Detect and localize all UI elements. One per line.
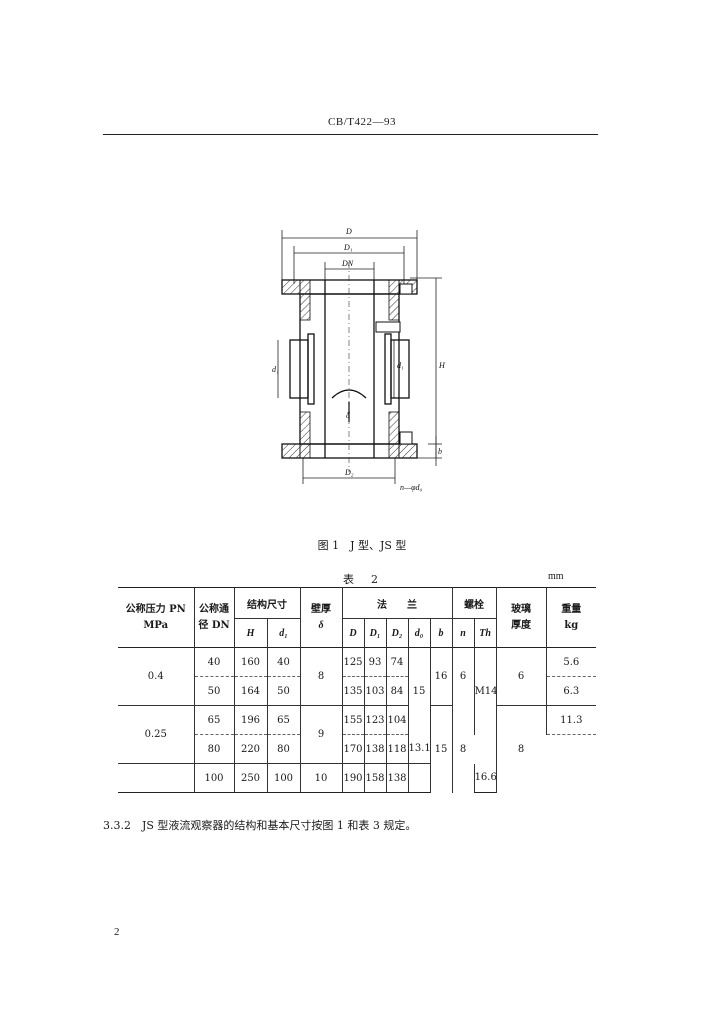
- cell-D1: 103: [363, 676, 386, 706]
- label-DN: DN: [341, 259, 354, 268]
- cell-H: 220: [233, 734, 267, 764]
- cell-d1: 80: [266, 734, 300, 764]
- cell-Th: M14: [473, 647, 498, 735]
- label-D1: D₁: [343, 243, 353, 252]
- header-Th: Th: [473, 618, 497, 648]
- cell-glass: 6: [495, 647, 547, 706]
- cell-n: 6: [451, 647, 475, 706]
- cell-dn: 80: [193, 734, 234, 764]
- standard-code: CB/T422—93: [328, 116, 396, 128]
- cell-D: 170: [341, 734, 364, 764]
- page-number: 2: [114, 926, 120, 938]
- header-d1: d₁: [266, 618, 300, 648]
- sight-glass-drawing: D D₁ DN d₁ d₁ H δ b D₂ n—φd₀: [272, 227, 446, 492]
- cell-dn: 65: [193, 705, 234, 735]
- cell-dn: 40: [193, 647, 234, 677]
- cell-D1: 123: [363, 705, 386, 735]
- cell-d0: 15: [407, 647, 430, 735]
- cell-D2: 74: [385, 647, 408, 677]
- header-n: n: [451, 618, 475, 648]
- cell-D1: 158: [363, 763, 386, 793]
- header-glass-thickness: 玻璃厚度: [495, 587, 547, 648]
- cell-pn: [118, 763, 194, 793]
- table-unit: mm: [548, 571, 564, 582]
- clause-text: 3.3.2 JS 型液流观察器的结构和基本尺寸按图 1 和表 3 规定。: [103, 819, 417, 832]
- cell-D2: 84: [385, 676, 408, 706]
- cell-wall: 10: [299, 763, 342, 793]
- cell-D: 125: [341, 647, 364, 677]
- label-d1-right: d₁: [397, 361, 404, 370]
- label-delta: δ: [346, 411, 350, 420]
- cell-H: 164: [233, 676, 267, 706]
- cell-wall: 8: [299, 647, 342, 706]
- cell-b: 16: [429, 647, 453, 706]
- cell-dn: 100: [193, 763, 234, 793]
- cell-D: 135: [341, 676, 364, 706]
- label-b: b: [438, 447, 442, 456]
- header-d0: d₀: [407, 618, 430, 648]
- cell-d1: 100: [266, 763, 300, 793]
- cell-weight: 11.3: [545, 705, 597, 735]
- header-structure: 结构尺寸: [233, 587, 300, 619]
- cell-D2: 138: [385, 763, 408, 793]
- cell-D2: 118: [385, 734, 408, 764]
- table-row: 50 164 50 135 103 84 6.3: [118, 676, 597, 706]
- label-D: D: [345, 227, 352, 236]
- cell-d1: 40: [266, 647, 300, 677]
- cell-D1: 93: [363, 647, 386, 677]
- cell-pn: 0.25: [118, 705, 194, 764]
- cell-b: 15: [429, 705, 453, 793]
- cell-D2: 104: [385, 705, 408, 735]
- table-row: 100 250 100 10 190 158 138 16.6: [118, 763, 596, 793]
- cell-weight: 6.3: [545, 676, 597, 706]
- cell-wall: 9: [299, 705, 342, 764]
- cell-weight: 16.6: [473, 763, 497, 793]
- cell-n: 8: [451, 705, 475, 793]
- cell-D: 155: [341, 705, 364, 735]
- label-d1-left: d₁: [272, 365, 279, 374]
- table-row: 80 220 80 170 138 118 13.1: [118, 734, 596, 764]
- header-H: H: [233, 618, 267, 648]
- cell-glass: 8: [495, 705, 547, 793]
- cell-pn: 0.4: [118, 647, 194, 706]
- cell-Th: [407, 763, 430, 793]
- figure-caption: 图 1 J 型、JS 型: [317, 539, 407, 552]
- table-row: 0.25 65 196 65 9 155 123 104 15 8 8 11.3: [118, 705, 597, 793]
- cell-weight: 13.1: [407, 734, 431, 764]
- cell-H: 250: [233, 763, 267, 793]
- table-title: 表 2: [343, 573, 381, 586]
- cell-H: 196: [233, 705, 267, 735]
- header-rule: [103, 134, 598, 135]
- table-row: 0.4 40 160 40 8 125 93 74 15 16 6 M14 6 …: [118, 647, 597, 735]
- cell-dn: 50: [193, 676, 234, 706]
- header-D: D: [341, 618, 364, 648]
- header-D1: D₁: [363, 618, 386, 648]
- label-D2: D₂: [344, 468, 354, 477]
- header-nominal-diameter: 公称通径 DN: [193, 587, 234, 648]
- header-bolt: 螺栓: [451, 587, 497, 619]
- cell-H: 160: [233, 647, 267, 677]
- cell-D: 190: [341, 763, 364, 793]
- cell-d1: 65: [266, 705, 300, 735]
- label-H: H: [438, 361, 446, 370]
- header-D2: D₂: [385, 618, 408, 648]
- figure-drawing: D D₁ DN d₁ d₁ H δ b D₂ n—φd₀: [270, 222, 460, 494]
- header-b: b: [429, 618, 453, 648]
- header-flange: 法 兰: [341, 587, 453, 619]
- cell-weight: 5.6: [545, 647, 597, 677]
- cell-d1: 50: [266, 676, 300, 706]
- cell-D1: 138: [363, 734, 386, 764]
- label-bolt-spec: n—φd₀: [400, 483, 423, 492]
